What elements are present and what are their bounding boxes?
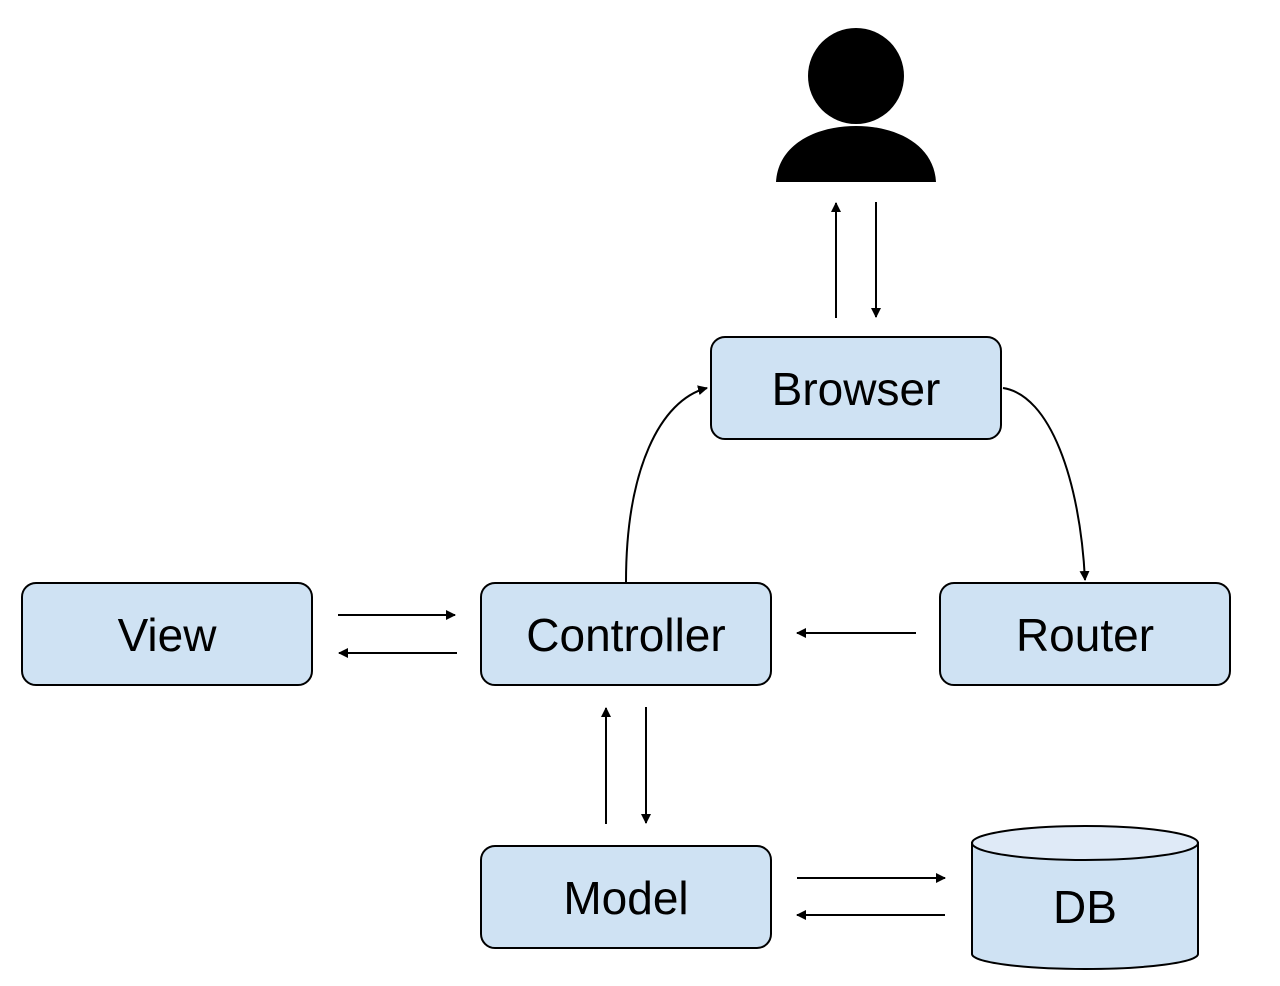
controller-node: Controller <box>480 582 772 686</box>
user-icon <box>776 28 936 182</box>
view-node: View <box>21 582 313 686</box>
view-label: View <box>118 609 218 661</box>
db-node: DB <box>971 825 1199 970</box>
arrow-browser-to-router <box>1002 387 1090 581</box>
model-label: Model <box>563 872 688 924</box>
router-node: Router <box>939 582 1231 686</box>
db-cylinder-body <box>971 842 1199 970</box>
router-label: Router <box>1016 609 1154 661</box>
model-node: Model <box>480 845 772 949</box>
arrow-controller-to-browser <box>625 385 708 583</box>
browser-node: Browser <box>710 336 1002 440</box>
browser-label: Browser <box>772 363 941 415</box>
db-cylinder-top <box>971 825 1199 861</box>
controller-label: Controller <box>526 609 725 661</box>
db-label: DB <box>1053 881 1117 933</box>
